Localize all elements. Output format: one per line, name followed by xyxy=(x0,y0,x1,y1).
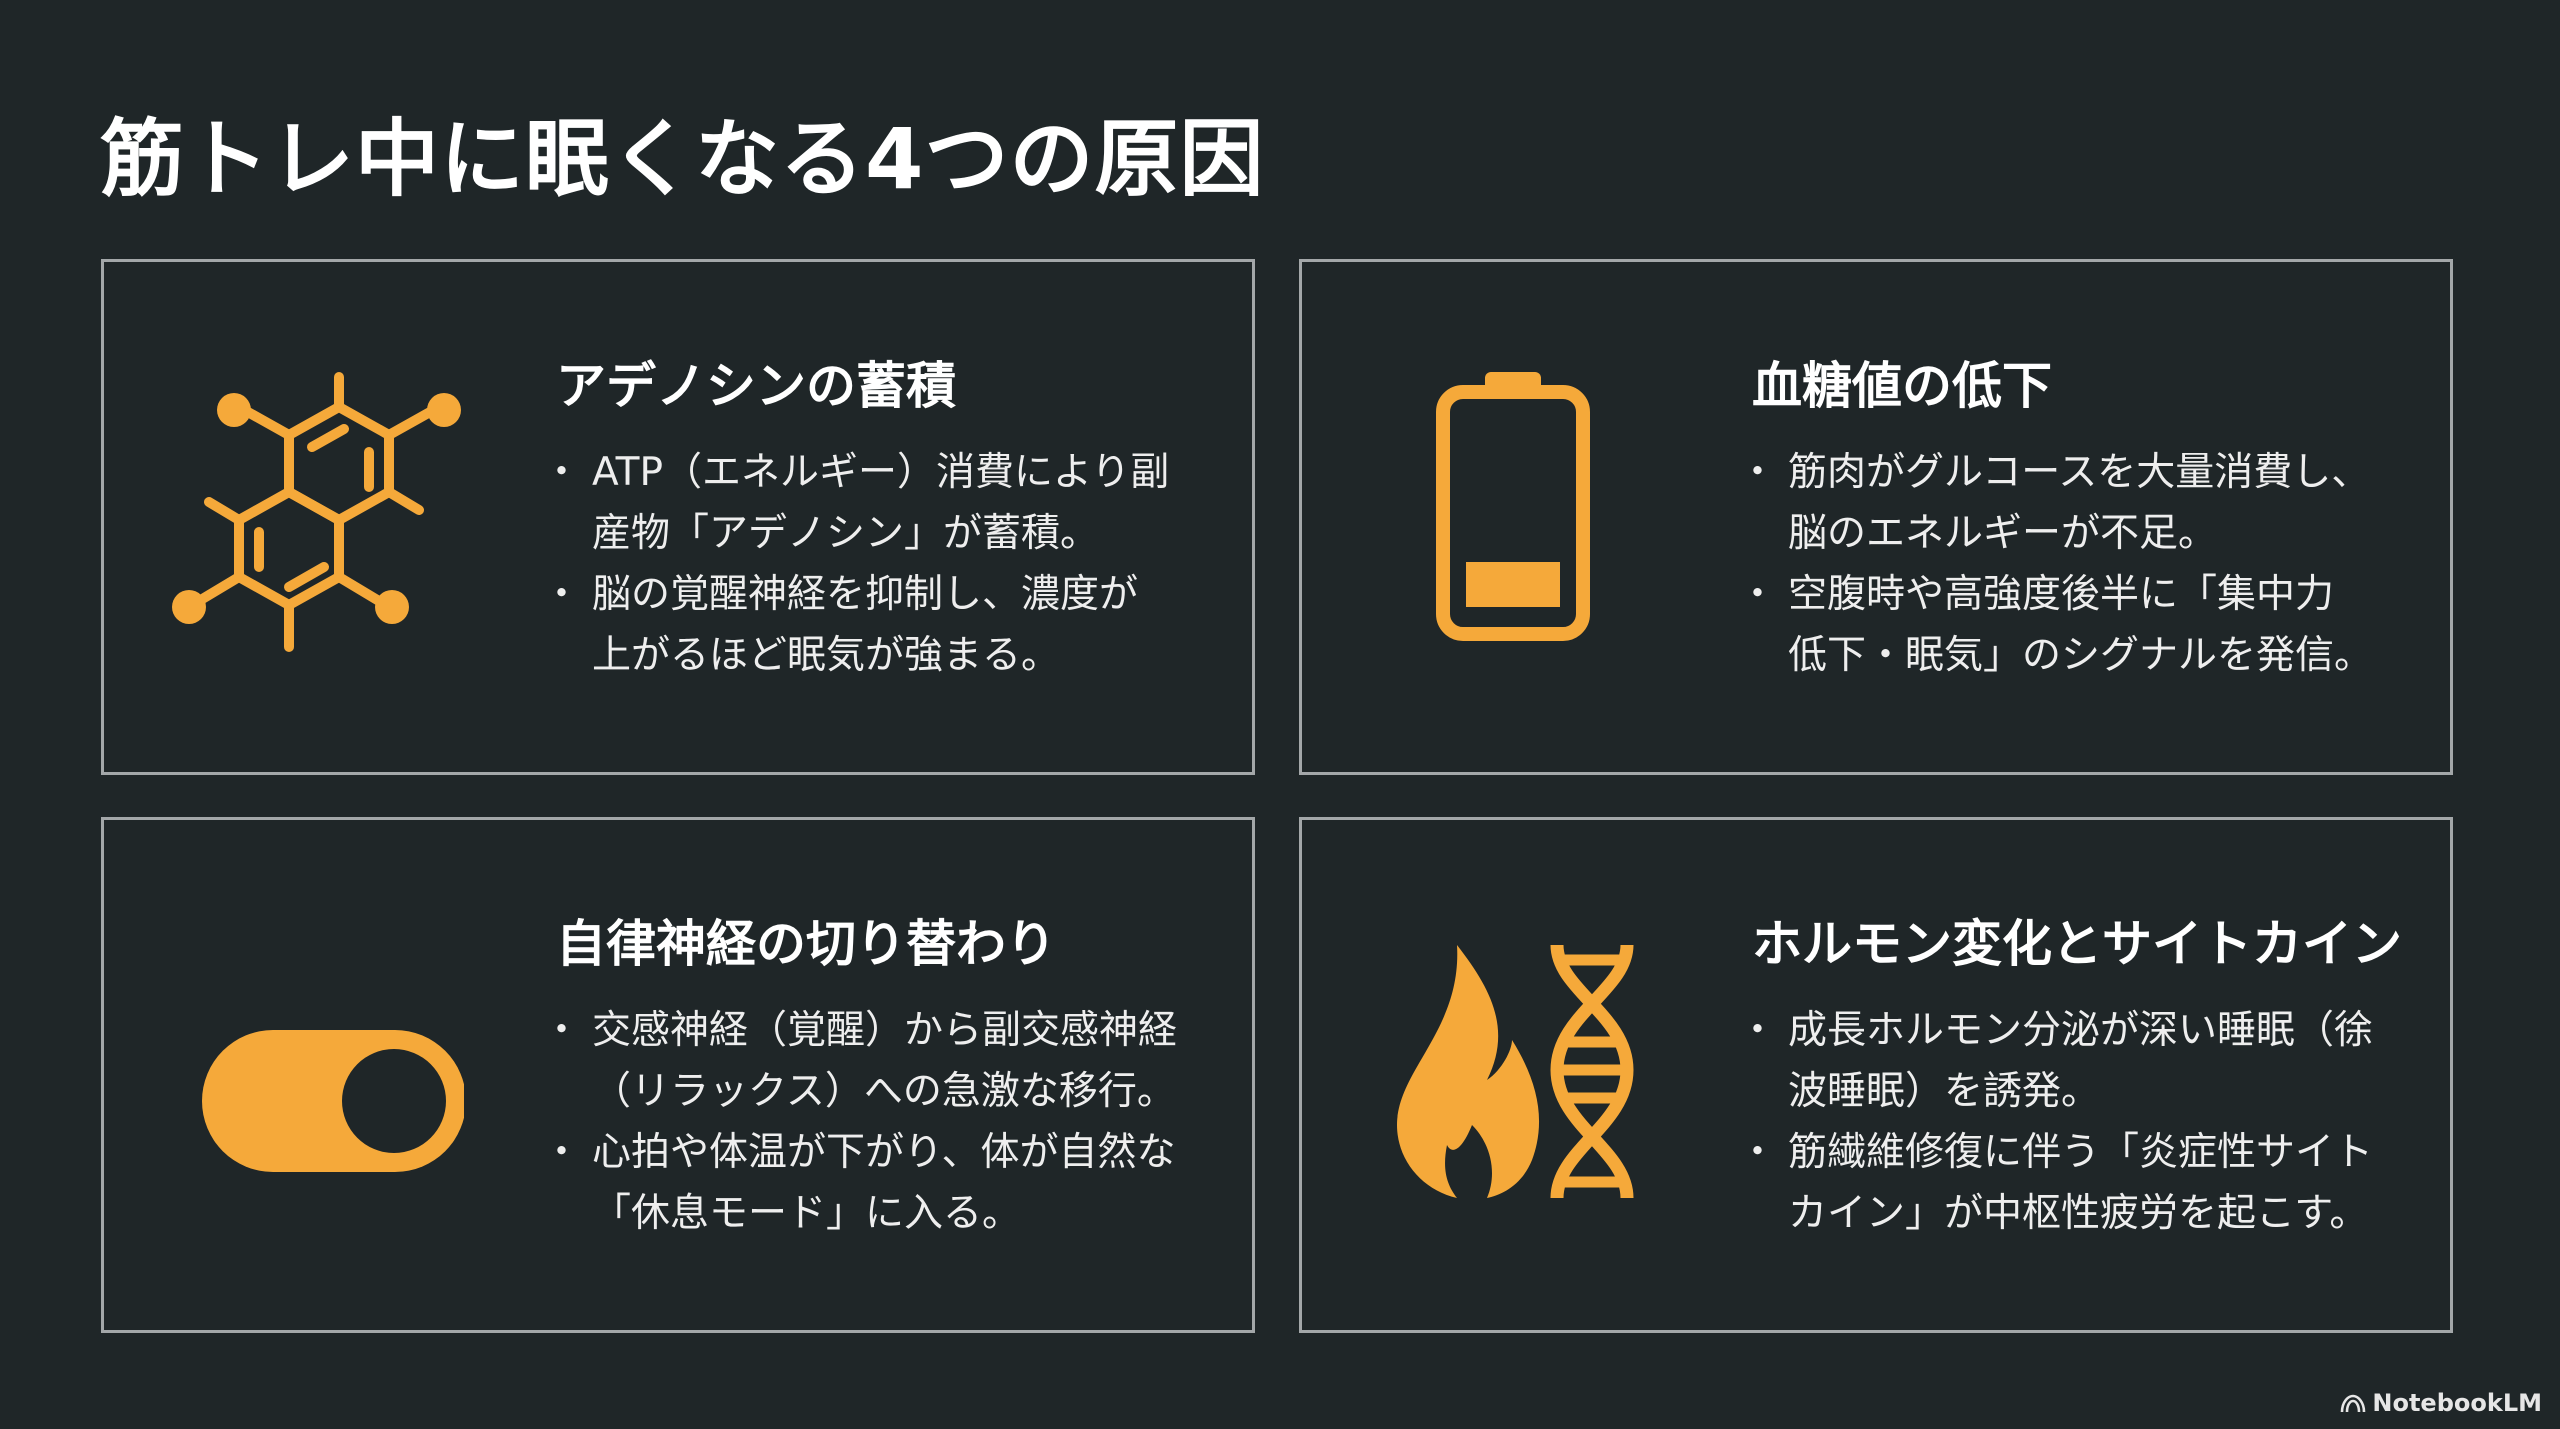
bullet-item: 空腹時や高強度後半に「集中力 低下・眠気」のシグナルを発信。 xyxy=(1738,564,2432,686)
brand-label: NotebookLM xyxy=(2372,1389,2542,1417)
bullet-line: 筋繊維修復に伴う「炎症性サイト xyxy=(1788,1130,2374,1175)
bullet-item: 心拍や体温が下がり、体が自然な 「休息モード」に入る。 xyxy=(542,1122,1236,1244)
bullet-item: 成長ホルモン分泌が深い睡眠（徐 波睡眠）を誘発。 xyxy=(1738,1000,2432,1122)
notebooklm-watermark: NotebookLM xyxy=(2340,1389,2542,1417)
card-heading: 血糖値の低下 xyxy=(1752,357,2052,415)
toggle-switch-icon xyxy=(164,920,466,1220)
bullet-line: カイン」が中枢性疲労を起こす。 xyxy=(1788,1191,2369,1236)
card-heading: 自律神経の切り替わり xyxy=(556,915,1056,973)
bullet-line: 空腹時や高強度後半に「集中力 xyxy=(1788,572,2335,617)
bullet-item: 筋繊維修復に伴う「炎症性サイト カイン」が中枢性疲労を起こす。 xyxy=(1738,1122,2432,1244)
bullet-line: （リラックス）への急激な移行。 xyxy=(592,1069,1176,1114)
bullet-line: 「休息モード」に入る。 xyxy=(592,1191,1022,1236)
bullet-line: 低下・眠気」のシグナルを発信。 xyxy=(1788,633,2374,678)
bullet-line: 上がるほど眠気が強まる。 xyxy=(592,633,1061,678)
low-battery-icon xyxy=(1362,362,1662,662)
bullet-line: 脳のエネルギーが不足。 xyxy=(1788,511,2218,556)
bullet-item: 脳の覚醒神経を抑制し、濃度が 上がるほど眠気が強まる。 xyxy=(542,564,1236,686)
page-title: 筋トレ中に眠くなる4つの原因 xyxy=(100,110,1265,208)
bullet-line: 心拍や体温が下がり、体が自然な xyxy=(592,1130,1176,1175)
bullet-line: 波睡眠）を誘発。 xyxy=(1788,1069,2101,1114)
card-heading: ホルモン変化とサイトカイン xyxy=(1752,915,2402,973)
molecule-icon xyxy=(164,362,464,662)
flame-dna-icon xyxy=(1362,920,1662,1220)
bullet-line: 成長ホルモン分泌が深い睡眠（徐 xyxy=(1788,1008,2374,1053)
bullet-line: 脳の覚醒神経を抑制し、濃度が xyxy=(592,572,1139,617)
bullet-line: ATP（エネルギー）消費により副 xyxy=(592,450,1170,495)
bullet-item: 交感神経（覚醒）から副交感神経 （リラックス）への急激な移行。 xyxy=(542,1000,1236,1122)
card-blood-sugar: 血糖値の低下 筋肉がグルコースを大量消費し、 脳のエネルギーが不足。 空腹時や高… xyxy=(1299,259,2453,775)
bullet-line: 産物「アデノシン」が蓄積。 xyxy=(592,511,1100,556)
card-heading: アデノシンの蓄積 xyxy=(556,357,956,415)
bullet-line: 交感神経（覚醒）から副交感神経 xyxy=(592,1008,1178,1053)
notebooklm-logo-icon xyxy=(2341,1394,2366,1413)
bullet-item: ATP（エネルギー）消費により副 産物「アデノシン」が蓄積。 xyxy=(542,442,1236,564)
card-autonomic-nerve: 自律神経の切り替わり 交感神経（覚醒）から副交感神経 （リラックス）への急激な移… xyxy=(101,817,1255,1333)
card-adenosine: アデノシンの蓄積 ATP（エネルギー）消費により副 産物「アデノシン」が蓄積。 … xyxy=(101,259,1255,775)
bullet-line: 筋肉がグルコースを大量消費し、 xyxy=(1788,450,2371,495)
bullet-item: 筋肉がグルコースを大量消費し、 脳のエネルギーが不足。 xyxy=(1738,442,2432,564)
card-hormone-cytokine: ホルモン変化とサイトカイン 成長ホルモン分泌が深い睡眠（徐 波睡眠）を誘発。 筋… xyxy=(1299,817,2453,1333)
